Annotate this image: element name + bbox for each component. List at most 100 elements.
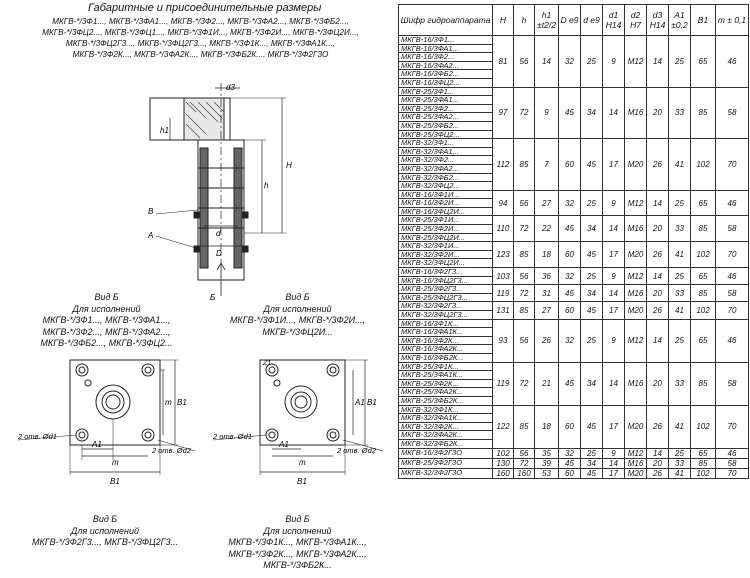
dimension-cell: 26 [534, 318, 559, 363]
model-code-cell: МКГВ-25/3ФБ2К... [398, 395, 493, 406]
dimension-cell: M20 [624, 138, 647, 191]
model-code-cell: МКГВ-25/3ФА2К... [398, 387, 493, 397]
model-code-cell: МКГВ-32/3ФА2... [398, 163, 493, 174]
model-code-cell: МКГВ-32/3Ф1И... [398, 241, 493, 251]
dimension-cell: 26 [646, 467, 669, 479]
dimension-cell: M12 [624, 447, 647, 459]
dimension-cell: 56 [513, 189, 535, 217]
B1-vert-label: B1 [177, 398, 187, 407]
dimension-cell: 65 [690, 267, 716, 286]
dimension-cell: 14 [646, 447, 669, 459]
dimension-cell: 14 [646, 35, 669, 88]
model-code-cell: МКГВ-32/3ФЦ2Г3... [398, 310, 493, 320]
dimension-cell: 17 [602, 241, 625, 269]
dimension-cell: 20 [646, 361, 669, 406]
dim-h1-label: h1 [160, 126, 169, 135]
model-code-cell: МКГВ-25/3Ф2Г3О [398, 457, 493, 469]
model-code-cell: МКГВ-32/3ФБ2К... [398, 438, 493, 449]
dimension-cell: 58 [715, 86, 749, 140]
B1-label: B1 [297, 477, 307, 486]
column-header: d e9 [580, 4, 603, 36]
view-line: МКГВ-*/3ФБ2..., МКГВ-*/3ФЦ2... [40, 338, 173, 348]
dimension-cell: 85 [690, 215, 716, 243]
dimension-cell: 20 [646, 284, 669, 303]
model-code-cell: МКГВ-16/3Ф1... [398, 35, 493, 45]
column-header: B1 [690, 4, 716, 36]
column-header: d2 H7 [624, 4, 647, 36]
dimension-cell: 46 [715, 267, 749, 286]
dimension-cell: 33 [668, 457, 691, 469]
view-line: Для исполнений [71, 525, 139, 536]
dimension-cell: 45 [558, 86, 581, 140]
dimension-cell: 46 [715, 189, 749, 217]
dimension-cell: 56 [513, 35, 535, 88]
model-code-cell: МКГВ-16/3Ф1И... [398, 189, 493, 200]
dimension-cell: 102 [690, 138, 716, 191]
dimension-cell: 60 [558, 404, 581, 449]
dimension-cell: 97 [492, 86, 514, 140]
dimension-cell: 85 [690, 457, 716, 469]
column-header: h1 ±t2/2 [534, 4, 559, 36]
dimension-cell: 9 [602, 267, 625, 286]
model-code-cell: МКГВ-32/3Ф2К... [398, 421, 493, 432]
dimension-cell: 25 [668, 318, 691, 363]
dimension-cell: 45 [580, 138, 603, 191]
dimension-cell: 58 [715, 284, 749, 303]
dimension-cell: 102 [492, 447, 514, 459]
dimension-cell: 56 [513, 267, 535, 286]
dimension-cell: 122 [492, 404, 514, 449]
dimension-cell: 25 [580, 189, 603, 217]
dimension-cell: 33 [668, 284, 691, 303]
dimension-cell: 56 [513, 447, 535, 459]
model-code-cell: МКГВ-25/3Ф2Г3... [398, 284, 493, 294]
variant-line: МКГВ-*/3Ф1..., МКГВ-*/3ФА1..., МКГВ-*/3Ф… [52, 17, 349, 26]
view-line: МКГВ-*/3Ф2Г3..., МКГВ-*/3ФЦ2Г3... [31, 537, 179, 547]
dimension-cell: 85 [513, 404, 535, 449]
dimension-cell: 45 [580, 467, 603, 479]
dimension-cell: 103 [492, 267, 514, 286]
dimension-cell: 65 [690, 447, 716, 459]
dimension-cell: 112 [492, 138, 514, 191]
variant-line: МКГВ-*/3ФЦ2Г3..., МКГВ-*/3ФЦ2Г3..., МКГВ… [65, 39, 336, 48]
dimension-cell: 26 [646, 301, 669, 320]
dimension-cell: M20 [624, 467, 647, 479]
model-code-cell: МКГВ-32/3Ф2... [398, 155, 493, 165]
column-header: H [492, 4, 514, 36]
dimension-cell: 45 [580, 404, 603, 449]
dimension-cell: 26 [646, 138, 669, 191]
dimension-cell: 131 [492, 301, 514, 320]
dimension-cell: 119 [492, 284, 514, 303]
dimension-cell: 65 [690, 35, 716, 88]
label-B: B [148, 207, 154, 216]
dimension-cell: 45 [580, 241, 603, 269]
view-title: Вид Б [285, 292, 310, 302]
dimension-cell: 102 [690, 404, 716, 449]
model-code-cell: МКГВ-32/3ФБ2... [398, 172, 493, 183]
dimension-cell: 25 [580, 35, 603, 88]
dimension-cell: 18 [534, 241, 559, 269]
dimension-cell: 60 [558, 467, 581, 479]
model-code-cell: МКГВ-16/3Ф2Г3О [398, 447, 493, 459]
view-line: МКГВ-*/3Ф2..., МКГВ-*/3ФА2..., [42, 326, 171, 337]
dimension-cell: 17 [602, 301, 625, 320]
model-code-cell: МКГВ-16/3ФА2К... [398, 344, 493, 354]
dimension-cell: 41 [668, 467, 691, 479]
dimension-cell: 25 [668, 189, 691, 217]
dimension-cell: 70 [715, 241, 749, 269]
dimension-cell: 14 [602, 361, 625, 406]
model-code-cell: МКГВ-16/3ФЦ2Г3... [398, 275, 493, 286]
dimension-cell: 26 [646, 241, 669, 269]
dimension-cell: 45 [558, 215, 581, 243]
dimension-cell: 9 [602, 318, 625, 363]
view-caption-3: Вид Б Для исполнений МКГВ-*/3Ф2Г3..., МК… [10, 514, 200, 549]
model-code-cell: МКГВ-25/3Ф2К... [398, 378, 493, 389]
dimension-cell: 46 [715, 447, 749, 459]
model-code-cell: МКГВ-16/3Ф2... [398, 52, 493, 62]
